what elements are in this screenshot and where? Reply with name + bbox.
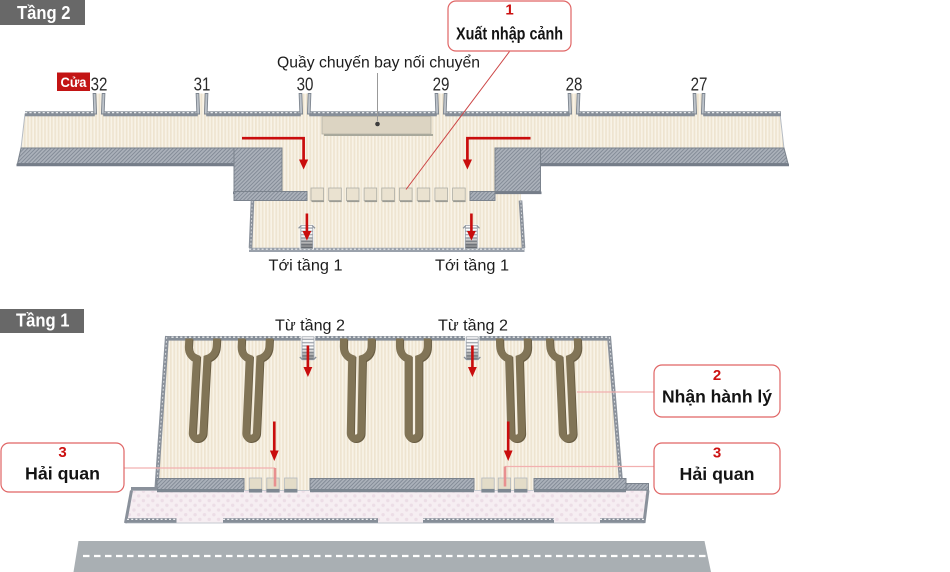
svg-text:Hải quan: Hải quan xyxy=(25,464,100,484)
svg-text:32: 32 xyxy=(91,74,108,94)
svg-text:3: 3 xyxy=(713,445,721,462)
svg-text:3: 3 xyxy=(58,444,66,461)
svg-text:Tới tầng 1: Tới tầng 1 xyxy=(269,258,343,275)
svg-text:29: 29 xyxy=(433,74,450,94)
svg-text:Hải quan: Hải quan xyxy=(680,464,755,484)
svg-text:Tầng 2: Tầng 2 xyxy=(17,3,71,23)
svg-text:31: 31 xyxy=(194,74,211,94)
svg-text:Từ tầng 2: Từ tầng 2 xyxy=(275,318,345,335)
svg-text:1: 1 xyxy=(505,2,513,19)
svg-text:Quầy chuyến bay nối chuyển: Quầy chuyến bay nối chuyển xyxy=(277,54,480,72)
svg-text:Từ tầng 2: Từ tầng 2 xyxy=(438,318,508,335)
svg-text:27: 27 xyxy=(691,74,708,94)
svg-text:30: 30 xyxy=(297,74,314,94)
svg-text:Nhận hành lý: Nhận hành lý xyxy=(662,387,772,407)
svg-text:Tới tầng 1: Tới tầng 1 xyxy=(435,258,509,275)
svg-text:Xuất nhập cảnh: Xuất nhập cảnh xyxy=(456,24,563,44)
svg-text:Cửa: Cửa xyxy=(61,74,87,90)
svg-text:Tầng 1: Tầng 1 xyxy=(16,311,70,331)
svg-text:28: 28 xyxy=(566,74,583,94)
svg-text:2: 2 xyxy=(713,367,721,384)
